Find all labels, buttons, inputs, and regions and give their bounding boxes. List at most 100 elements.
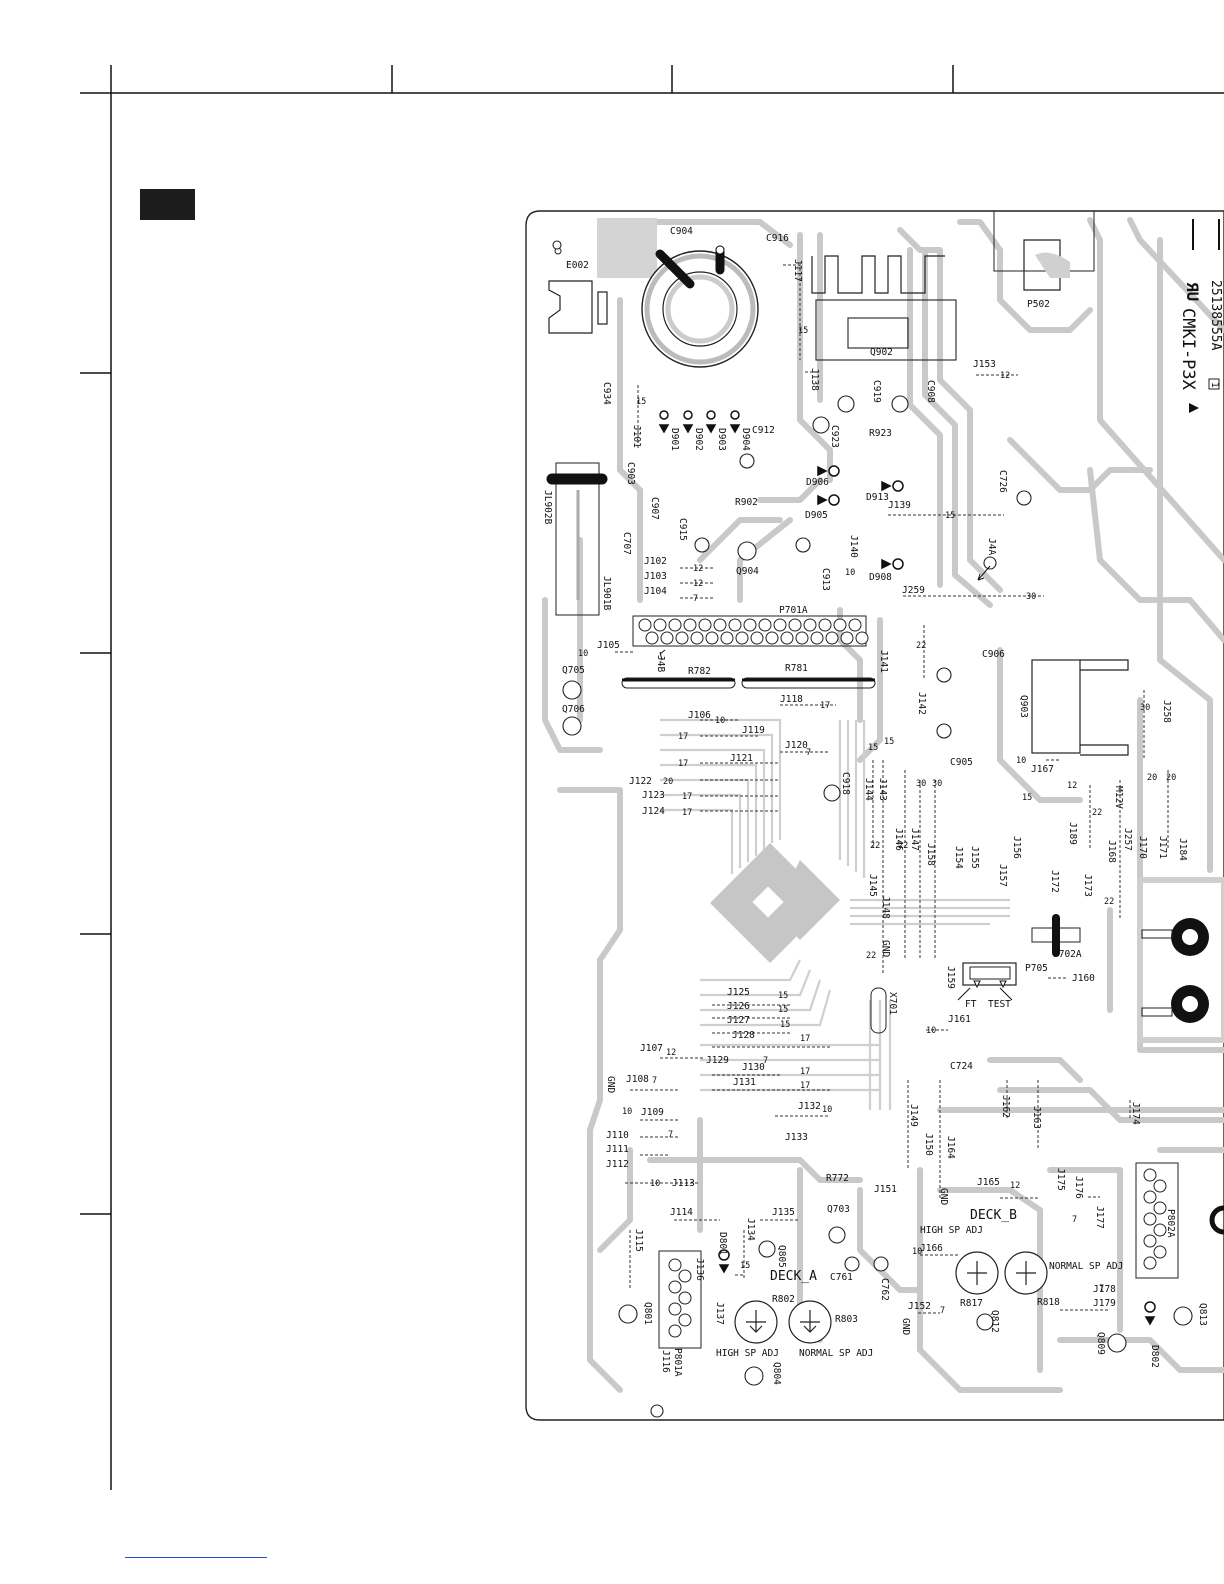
label-j109: J109 [641,1107,664,1118]
label-j112: J112 [606,1159,629,1170]
svg-text:12: 12 [1000,371,1010,381]
e002-bracket [548,280,593,334]
label-d906: D906 [806,477,829,488]
label-j163: J163 [1031,1106,1042,1129]
label-j102: J102 [644,556,667,567]
svg-text:17: 17 [682,808,692,818]
label-c908: C908 [925,380,936,403]
svg-text:30: 30 [1026,592,1036,602]
label-j167: J167 [1031,764,1054,775]
label-gnd4: GND [900,1318,911,1335]
label-j153: J153 [973,359,996,370]
label-j145: J145 [867,874,878,897]
component-labels: C904 C916 E002 J117 Q902 J153 P502 J138 … [542,226,1208,1385]
label-c707: C707 [621,532,632,555]
diodes [658,410,1156,1326]
label-j156: J156 [1011,836,1022,859]
label-j134: J134 [745,1218,756,1241]
label-j138: J138 [809,368,820,391]
label-decka: DECK_A [770,1269,817,1284]
label-j142: J142 [916,692,927,715]
label-j259: J259 [902,585,925,596]
svg-text:10: 10 [926,1026,936,1036]
label-r781: R781 [785,663,808,674]
label-j125: J125 [727,987,750,998]
connector-p701a [632,615,869,647]
svg-text:12: 12 [1010,1181,1020,1191]
heatsink-q902 [811,255,957,361]
svg-text:30: 30 [1140,703,1150,713]
svg-text:10: 10 [650,1179,660,1189]
label-j161: J161 [948,1014,971,1025]
svg-text:15: 15 [884,737,894,747]
label-q804: Q804 [771,1362,782,1385]
jumper-lines [615,264,1169,1314]
label-j137: J137 [714,1302,725,1325]
label-c903: C903 [625,462,636,485]
label-p705: P705 [1025,963,1048,974]
label-j133: J133 [785,1132,808,1143]
label-j176: J176 [1073,1176,1084,1199]
label-j108: J108 [626,1074,649,1085]
transistor-q903 [1031,659,1129,756]
label-q703: Q703 [827,1204,850,1215]
label-j130: J130 [742,1062,765,1073]
copper-traces [542,217,1224,1393]
label-j150: J150 [923,1133,934,1156]
label-jl902b: JL902B [542,490,553,525]
svg-text:12: 12 [1067,781,1077,791]
label-x701: X701 [887,992,898,1015]
label-c919: C919 [871,380,882,403]
label-c904: C904 [670,226,693,237]
label-j132: J132 [798,1101,821,1112]
svg-text:7: 7 [1099,1284,1104,1294]
label-j4b: J4B [655,655,666,672]
label-j106: J106 [688,710,711,721]
label-d905: D905 [805,510,828,521]
svg-text:22: 22 [870,841,880,851]
label-j141: J141 [878,650,889,673]
svg-text:10: 10 [822,1105,832,1115]
small-components [552,240,1193,1418]
label-j101: J101 [631,425,642,448]
label-ft: FT [965,999,977,1010]
label-c918: C918 [840,772,851,795]
label-p502: P502 [1027,299,1050,310]
label-c906: C906 [982,649,1005,660]
svg-text:20: 20 [663,777,673,787]
label-e002: E002 [566,260,589,271]
label-normalspadj2: NORMAL SP ADJ [1049,1261,1123,1272]
svg-text:20: 20 [1166,773,1176,783]
label-j139: J139 [888,500,911,511]
label-c761: C761 [830,1272,853,1283]
label-jl901b: JL901B [601,576,612,611]
label-j151: J151 [874,1184,897,1195]
label-j189: J189 [1067,822,1078,845]
label-j122: J122 [629,776,652,787]
label-j170: J170 [1137,836,1148,859]
label-r802: R802 [772,1294,795,1305]
label-j136: J136 [694,1258,705,1281]
svg-text:15: 15 [740,1261,750,1271]
label-j162: J162 [1000,1095,1011,1118]
svg-text:12: 12 [693,564,703,574]
svg-text:ЯU: ЯU [1183,282,1202,301]
label-j114: J114 [670,1207,693,1218]
label-j165: J165 [977,1177,1000,1188]
label-d913: D913 [866,492,889,503]
mounting-holes [1141,918,1224,1235]
board-version: 1 [1209,382,1220,388]
connector-p502 [993,210,1095,272]
label-j158: J158 [925,843,936,866]
label-j144: J144 [863,778,874,801]
label-j168: J168 [1106,840,1117,863]
label-j4a: J4A [986,538,997,555]
capacitor-c904 [641,245,759,368]
connector-p801a [658,1250,702,1349]
label-c915: C915 [677,518,688,541]
svg-text:10: 10 [622,1107,632,1117]
label-j166: J166 [920,1243,943,1254]
label-j119: J119 [742,725,765,736]
label-c907: C907 [649,497,660,520]
label-d901: D901 [669,428,680,451]
